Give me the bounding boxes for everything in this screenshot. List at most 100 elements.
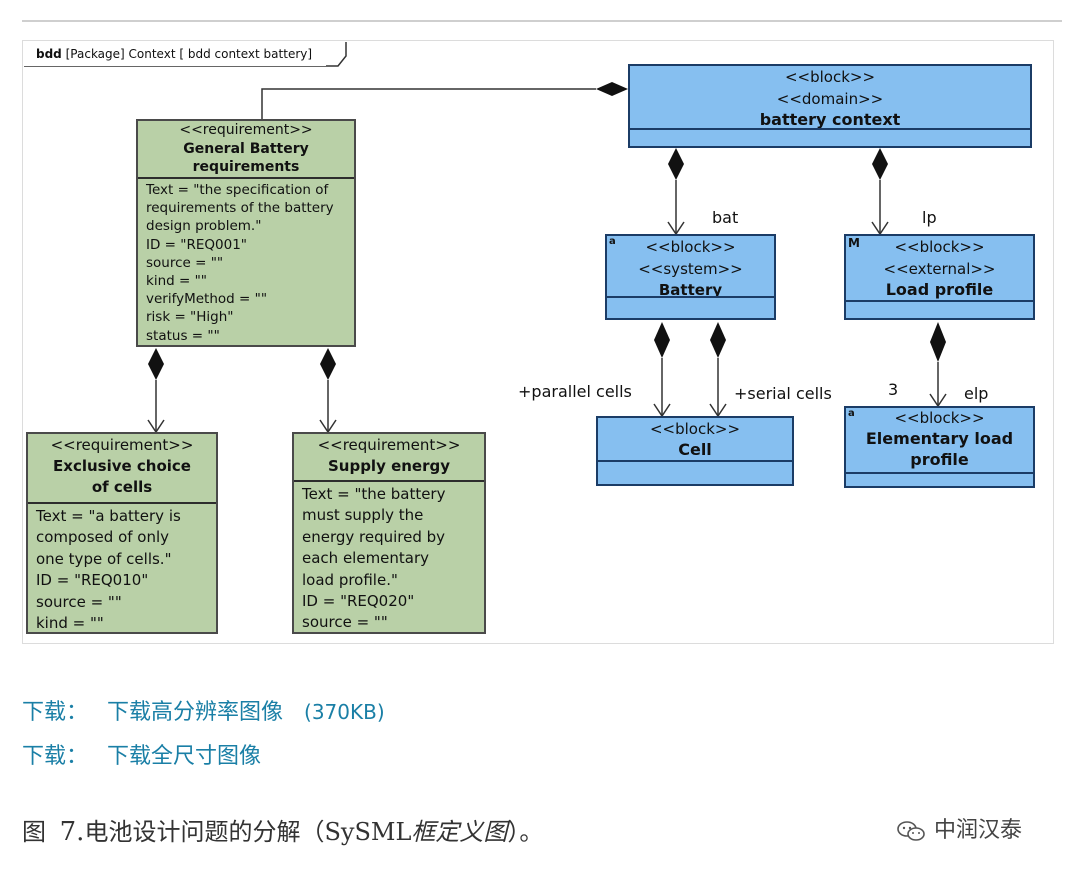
composition-diamond-context-bat <box>668 148 684 180</box>
stereotype-requirement: <<requirement>> <box>179 122 313 138</box>
property-line: ID = "REQ010" <box>36 571 149 590</box>
composition-diamond-req-exclusive <box>148 348 164 380</box>
frame-tab-outline <box>24 42 347 67</box>
requirement-exclusive-choice[interactable]: <<requirement>> Exclusive choice of cell… <box>26 432 218 634</box>
download-full-size-link[interactable]: 下载全尺寸图像 <box>107 744 262 769</box>
stereotype-block: <<block>> <box>894 409 985 427</box>
property-line: Text = "the specification of <box>146 182 329 198</box>
block-name-line1: Elementary load <box>865 429 1014 448</box>
top-divider <box>22 20 1062 22</box>
property-line: Text = "the battery <box>302 485 446 503</box>
property-line: source = "" <box>146 254 224 271</box>
requirement-supply-energy[interactable]: <<requirement>> Supply energy Text = "th… <box>292 432 486 634</box>
composition-diamond-elp <box>930 322 946 362</box>
requirement-name-line1: General Battery <box>183 141 309 157</box>
composition-line-context-req <box>261 88 596 119</box>
frame-label: bdd [Package] Context [ bdd context batt… <box>24 42 327 66</box>
frame-label-kind: bdd <box>36 47 62 61</box>
property-line: requirements of the battery <box>146 200 334 217</box>
property-line: one type of cells." <box>36 549 172 568</box>
stereotype-block: <<block>> <box>894 238 985 256</box>
stereotype-block: <<block>> <box>649 420 741 438</box>
block-name: battery context <box>759 110 901 129</box>
compartment-divider <box>607 296 774 298</box>
composition-diamond-context-req <box>596 82 628 96</box>
block-name: Load profile <box>885 280 994 299</box>
block-name: Battery <box>658 281 723 299</box>
property-line: risk = "High" <box>146 309 234 326</box>
download-high-res-link[interactable]: 下载高分辨率图像 <box>107 700 284 725</box>
property-line: kind = "" <box>36 614 104 633</box>
role-label-elp: elp <box>964 384 989 403</box>
requirement-properties: Text = "the specification of requirements… <box>146 181 350 345</box>
block-battery-context[interactable]: <<block>> <<domain>> battery context <box>628 64 1032 148</box>
block-cell[interactable]: <<block>> Cell <box>596 416 794 486</box>
stereotype-block: <<block>> <box>645 238 736 256</box>
requirement-name-line2: requirements <box>192 159 300 175</box>
caption-italic: 框定义图 <box>411 818 508 846</box>
requirement-properties: Text = "the battery must supply the energy… <box>302 484 480 634</box>
role-label-parallel-cells: +parallel cells <box>518 382 632 401</box>
block-battery[interactable]: a <<block>> <<system>> Battery <box>605 234 776 320</box>
composition-diamond-context-lp <box>872 148 888 180</box>
stereotype-requirement: <<requirement>> <box>50 436 194 454</box>
stereotype-external: <<external>> <box>883 260 996 278</box>
frame-label-text: [Package] Context [ bdd context battery] <box>65 47 313 61</box>
composition-diamond-serial <box>710 322 726 358</box>
block-name: Cell <box>678 440 712 459</box>
download-prefix: 下载： <box>22 744 89 769</box>
property-line: status = "" <box>146 327 220 344</box>
composition-diamond-parallel <box>654 322 670 358</box>
compartment-divider <box>138 177 354 179</box>
property-line: source = "" <box>302 613 388 632</box>
caption-end: ）。 <box>507 818 544 846</box>
requirement-name-line1: Exclusive choice <box>53 457 191 475</box>
property-line: ID = "REQ001" <box>146 236 247 253</box>
property-line: composed of only <box>36 528 170 547</box>
file-size-label: (370KB) <box>304 700 385 724</box>
watermark: 中润汉泰 <box>896 812 1022 844</box>
role-label-bat: bat <box>712 208 739 227</box>
block-corner-mark: a <box>609 236 616 247</box>
role-label-lp: lp <box>922 208 937 227</box>
download-prefix: 下载： <box>22 700 89 725</box>
compartment-divider <box>846 472 1033 474</box>
property-line: energy required by <box>302 527 446 546</box>
requirement-name-line2: of cells <box>91 478 153 496</box>
property-line: design problem." <box>146 218 262 235</box>
compartment-divider <box>28 502 216 504</box>
stereotype-system: <<system>> <box>638 260 743 278</box>
compartment-divider <box>846 300 1033 302</box>
block-corner-mark: M <box>848 236 860 250</box>
caption-number: 7. <box>59 817 85 847</box>
property-line: kind = "" <box>146 273 208 290</box>
stereotype-domain: <<domain>> <box>776 90 884 108</box>
stereotype-block: <<block>> <box>784 68 876 86</box>
requirement-name: Supply energy <box>327 457 451 475</box>
property-line: each elementary <box>302 549 430 568</box>
download-row-high-res: 下载： 下载高分辨率图像 (370KB) <box>22 694 385 726</box>
caption-fig: 图 <box>22 818 46 846</box>
property-line: load profile." <box>302 570 398 589</box>
caption-text: 电池设计问题的分解（SySML <box>84 818 412 846</box>
compartment-divider <box>598 460 792 462</box>
multiplicity-label: 3 <box>888 380 899 399</box>
block-elementary-load-profile[interactable]: a <<block>> Elementary load profile <box>844 406 1035 488</box>
requirement-general-battery[interactable]: <<requirement>> General Battery requirem… <box>136 119 356 347</box>
wechat-icon <box>897 821 925 841</box>
role-label-serial-cells: +serial cells <box>734 384 832 403</box>
stereotype-requirement: <<requirement>> <box>317 436 461 454</box>
download-row-full-size: 下载： 下载全尺寸图像 <box>22 738 261 770</box>
block-corner-mark: a <box>848 408 855 419</box>
property-line: ID = "REQ020" <box>302 592 415 611</box>
compartment-divider <box>294 480 484 482</box>
block-load-profile[interactable]: M <<block>> <<external>> Load profile <box>844 234 1035 320</box>
compartment-divider <box>630 128 1030 130</box>
watermark-text: 中润汉泰 <box>934 818 1023 843</box>
property-line: verifyMethod = "" <box>146 291 268 308</box>
block-name-line2: profile <box>910 450 969 469</box>
property-line: must supply the <box>302 506 424 525</box>
figure-caption: 图 7.电池设计问题的分解（SySML框定义图）。 <box>22 812 543 847</box>
